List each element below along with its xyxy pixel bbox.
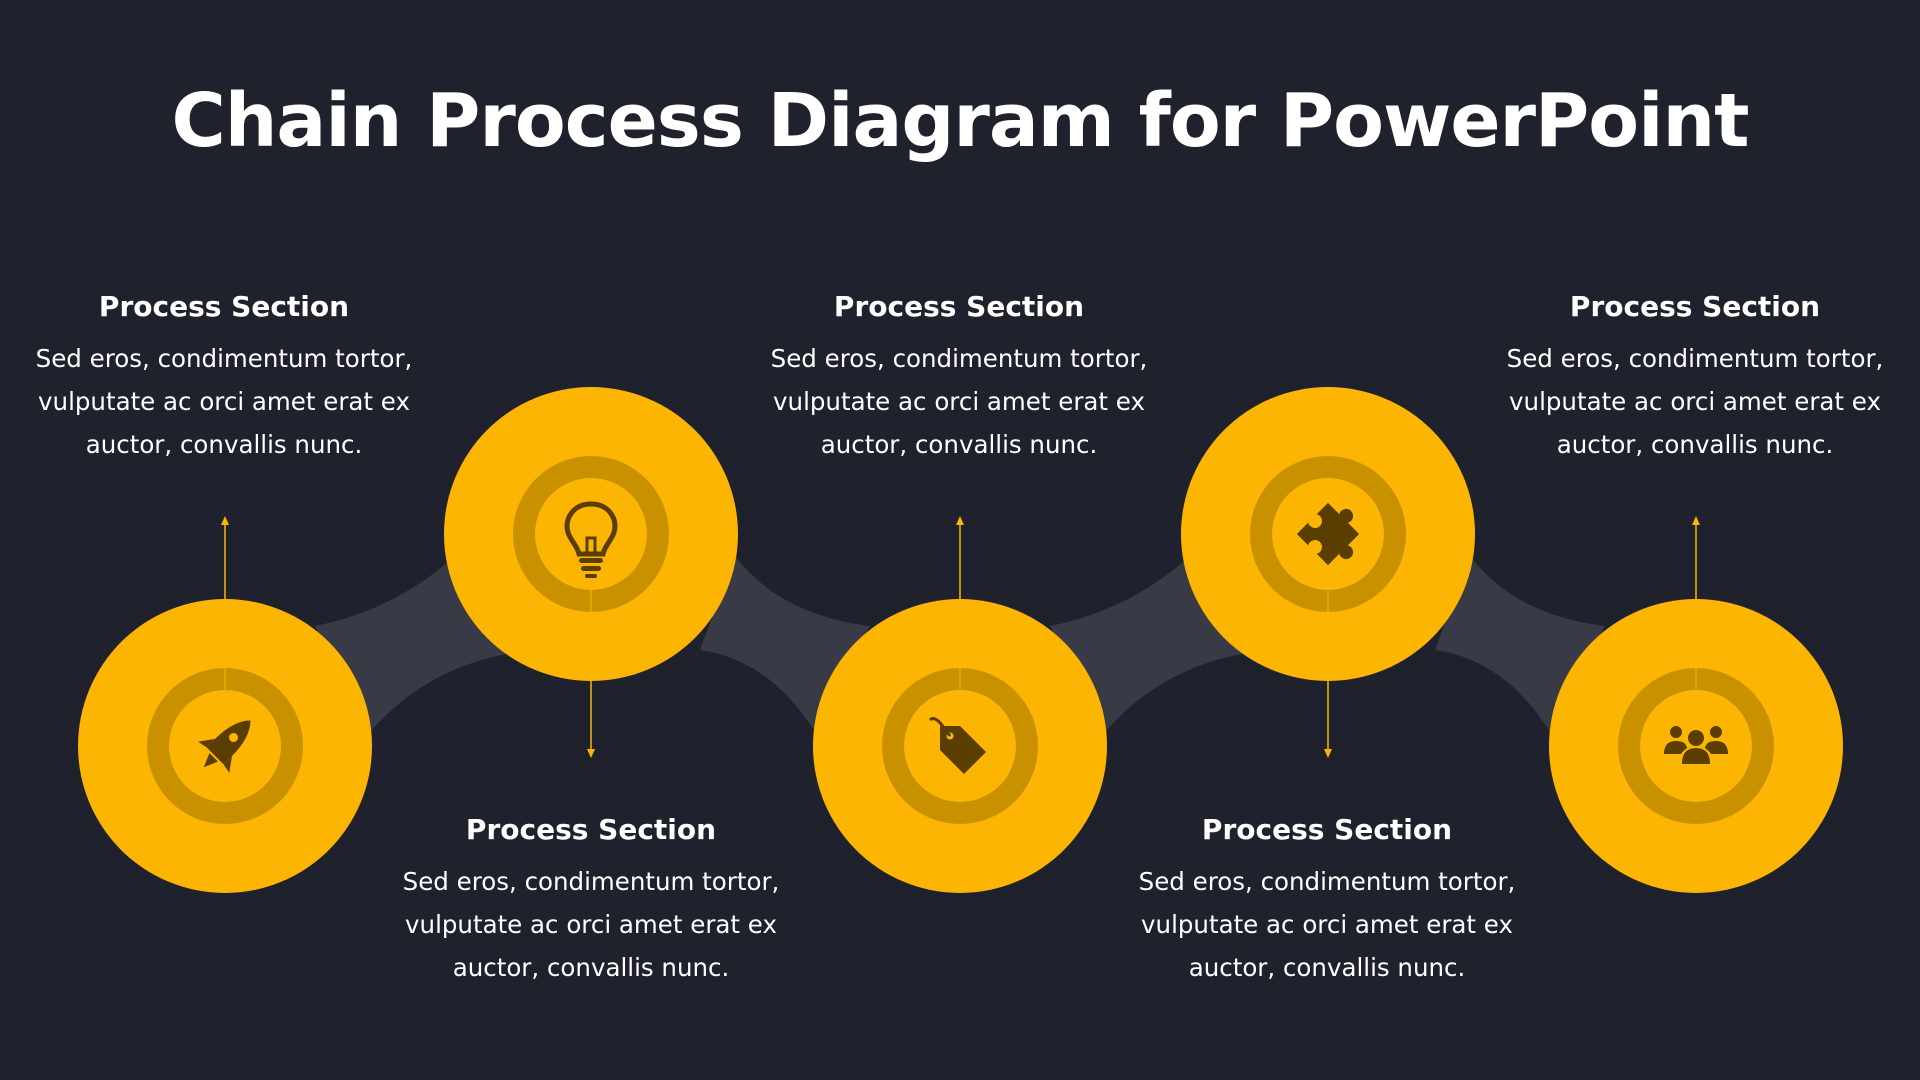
puzzle-icon [1296,502,1360,566]
arrow-down-2 [587,680,595,758]
step-2-text: Process Section Sed eros, condimentum to… [391,813,791,989]
step-5-heading: Process Section [1569,290,1821,323]
team-icon [1664,726,1728,764]
step-3-heading: Process Section [833,290,1085,323]
step-circle-2 [444,387,738,681]
arrow-up-5 [1692,516,1700,600]
arrow-up-3 [956,516,964,600]
connector-arrows [221,516,1700,758]
step-4-heading: Process Section [1201,813,1453,846]
step-5-text: Process Section Sed eros, condimentum to… [1495,290,1895,466]
step-4-description: Sed eros, condimentum tortor, vulputate … [1138,867,1516,982]
step-4-text: Process Section Sed eros, condimentum to… [1127,813,1527,989]
step-2-heading: Process Section [465,813,717,846]
step-5-description: Sed eros, condimentum tortor, vulputate … [1506,344,1884,459]
chain-link-3-4 [1050,556,1325,732]
lightbulb-icon [564,501,618,578]
tag-icon [928,717,986,774]
step-3-text: Process Section Sed eros, condimentum to… [759,290,1159,466]
step-1-description: Sed eros, condimentum tortor, vulputate … [35,344,413,459]
step-1-heading: Process Section [98,290,350,323]
page-title: Chain Process Diagram for PowerPoint [171,78,1749,164]
step-1-text: Process Section Sed eros, condimentum to… [24,290,424,466]
chain-link-1-2 [315,556,590,732]
arrow-down-4 [1324,680,1332,758]
arrow-up-1 [221,516,229,600]
step-3-description: Sed eros, condimentum tortor, vulputate … [770,344,1148,459]
step-2-description: Sed eros, condimentum tortor, vulputate … [402,867,780,982]
